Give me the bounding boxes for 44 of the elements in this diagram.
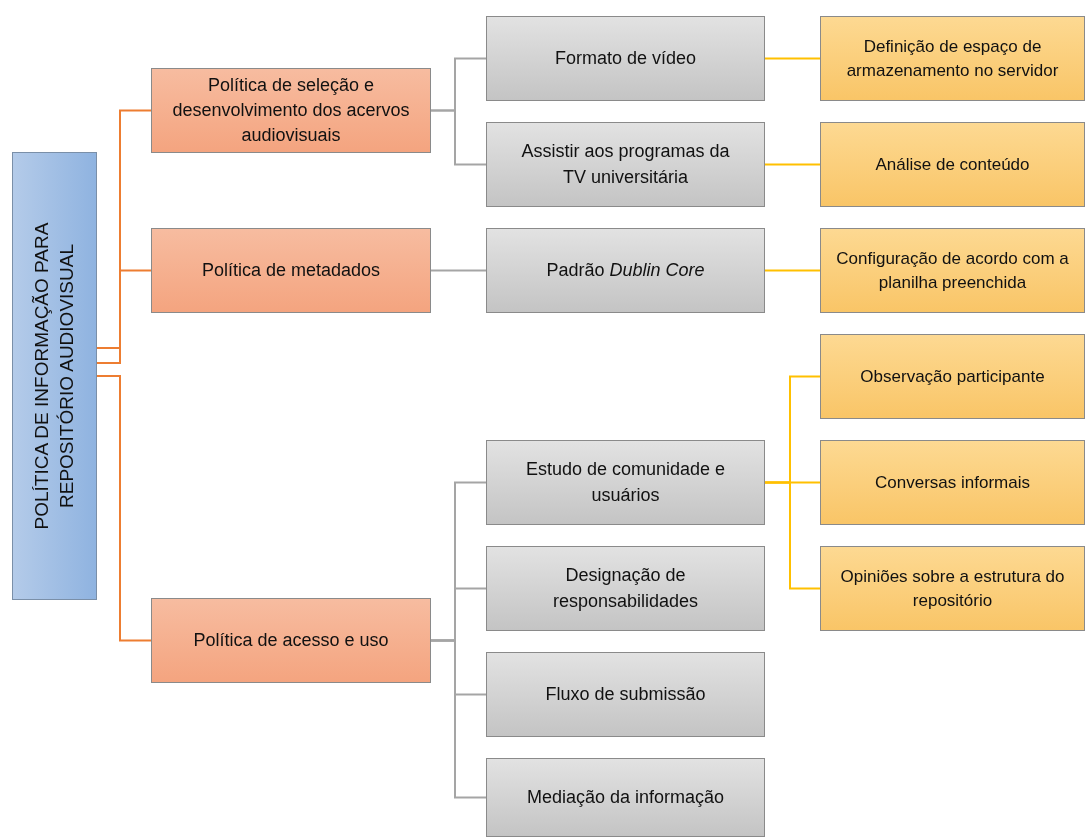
box-label: Fluxo de submissão <box>545 682 706 706</box>
box-label: Política de seleção e desenvolvimento dos acervos audiovisuais <box>171 73 411 148</box>
topic-box <box>486 652 765 737</box>
box-label: Padrão Dublin Core <box>546 258 705 282</box>
box-label: Estudo de comunidade e usuários <box>524 458 727 507</box>
box-label: Configuração de acordo com a planilha preenchida <box>835 247 1070 294</box>
box-label: Assistir aos programas da TV universitária <box>520 140 731 189</box>
topic-box <box>486 228 765 313</box>
box-label: Opiniões sobre a estrutura do repositório <box>839 565 1066 612</box>
connector-line <box>96 109 152 349</box>
topic-box <box>486 440 765 525</box>
box-label: Observação participante <box>860 365 1045 388</box>
box-label: Designação de responsabilidades <box>551 564 700 613</box>
policy-box <box>151 598 431 683</box>
policy-box <box>151 68 431 153</box>
connector-line <box>96 269 152 364</box>
topic-box <box>486 16 765 101</box>
action-box <box>820 122 1085 207</box>
connector-line <box>764 57 821 60</box>
box-label: POLÍTICA DE INFORMAÇÃO PARA REPOSITÓRIO AUDIOVISUAL <box>29 221 78 532</box>
connector-line <box>430 109 487 166</box>
box-label: Definição de espaço de armazenamento no servidor <box>845 35 1060 82</box>
policy-box <box>151 228 431 313</box>
topic-box <box>486 546 765 631</box>
action-box <box>820 228 1085 313</box>
box-label: Mediação da informação <box>526 785 725 809</box>
connector-line <box>764 163 821 166</box>
root-box <box>12 152 97 600</box>
connector-line <box>96 375 152 642</box>
topic-box <box>486 758 765 837</box>
action-box <box>820 16 1085 101</box>
box-label: Política de acesso e uso <box>193 628 389 652</box>
box-label: Conversas informais <box>875 471 1030 494</box>
connector-line <box>430 639 487 799</box>
action-box <box>820 546 1085 631</box>
action-box <box>820 440 1085 525</box>
topic-box <box>486 122 765 207</box>
connector-line <box>764 481 821 590</box>
box-label: Política de metadados <box>201 258 381 282</box>
box-label: Formato de vídeo <box>554 46 697 70</box>
connector-line <box>764 269 821 272</box>
connector-line <box>430 269 487 272</box>
box-label: Análise de conteúdo <box>875 153 1030 176</box>
action-box <box>820 334 1085 419</box>
